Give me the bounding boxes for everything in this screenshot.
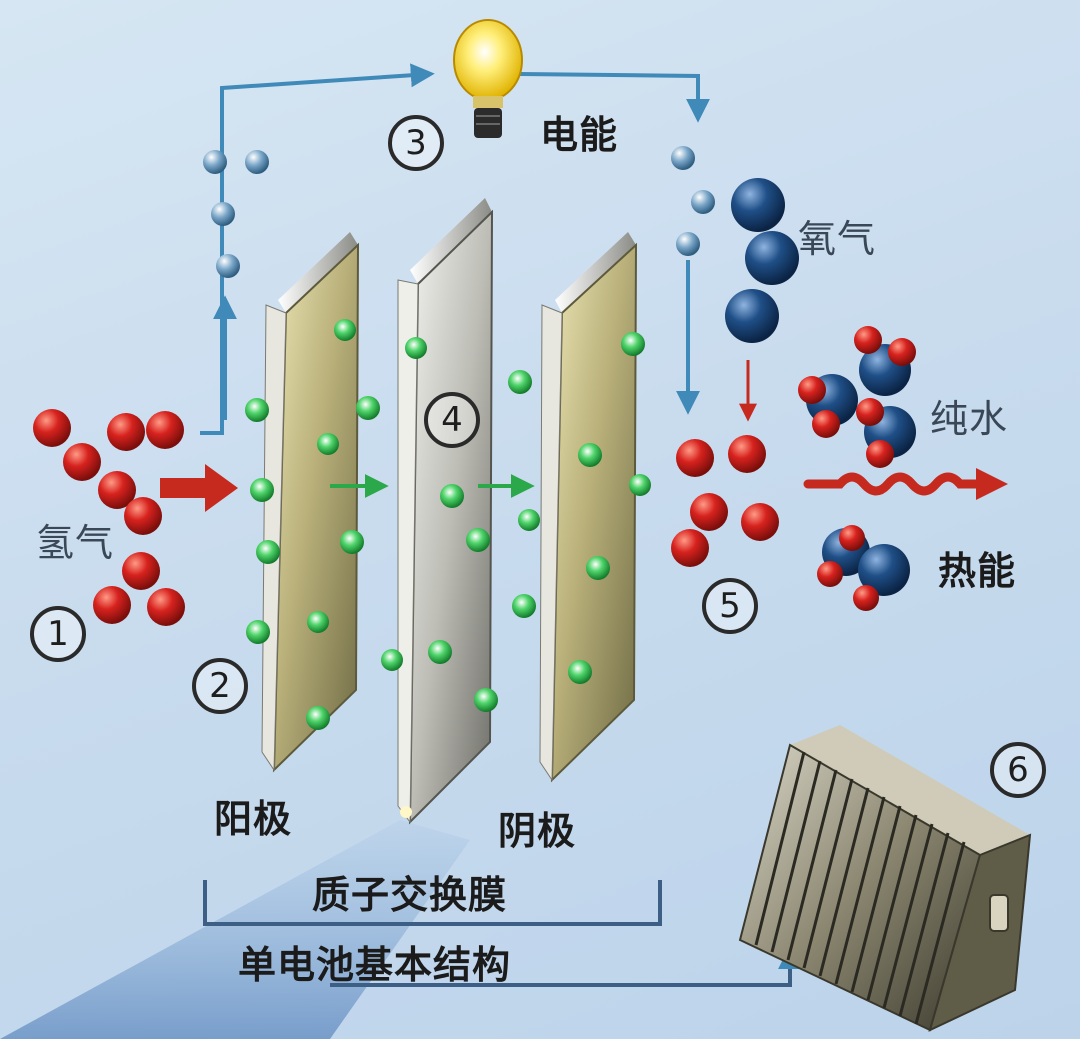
membrane-plate	[397, 198, 494, 825]
cathode-label: 阴极	[498, 808, 577, 853]
cathode-plate	[539, 232, 638, 783]
light-beam	[0, 820, 470, 1039]
oxygen-molecule	[725, 178, 799, 343]
heat-wave-arrow-icon	[803, 468, 1008, 500]
hydrogen-label: 氢气	[36, 521, 115, 565]
step-number-5: 5	[702, 578, 758, 634]
fuel-cell-stack-icon	[738, 725, 1032, 1032]
electrons-left	[203, 150, 269, 278]
heat-energy-label: 热能	[938, 548, 1017, 593]
anode-label: 阳极	[214, 796, 293, 841]
protons	[245, 319, 651, 730]
pure-water-label: 纯水	[930, 397, 1009, 441]
membrane-label: 质子交换膜	[312, 872, 508, 917]
step-number-6: 6	[990, 742, 1046, 798]
water-molecules	[798, 326, 916, 611]
circuit-right-arrow	[519, 72, 710, 123]
step-number-1: 1	[30, 606, 86, 662]
cathode-hydrogen-atoms	[671, 435, 779, 567]
single-cell-structure-label: 单电池基本结构	[238, 942, 512, 987]
step-number-2: 2	[192, 658, 248, 714]
electrons-right	[671, 146, 715, 256]
step-number-4: 4	[424, 392, 480, 448]
hydrogen-inlet-arrow	[160, 464, 238, 512]
anode-plate	[261, 232, 360, 773]
light-bulb-icon	[453, 19, 523, 138]
step-number-3: 3	[388, 115, 444, 171]
hydrogen-atoms	[33, 409, 185, 626]
oxygen-label: 氧气	[798, 217, 877, 261]
cell-bracket	[203, 880, 662, 926]
electric-energy-label: 电能	[540, 112, 619, 157]
